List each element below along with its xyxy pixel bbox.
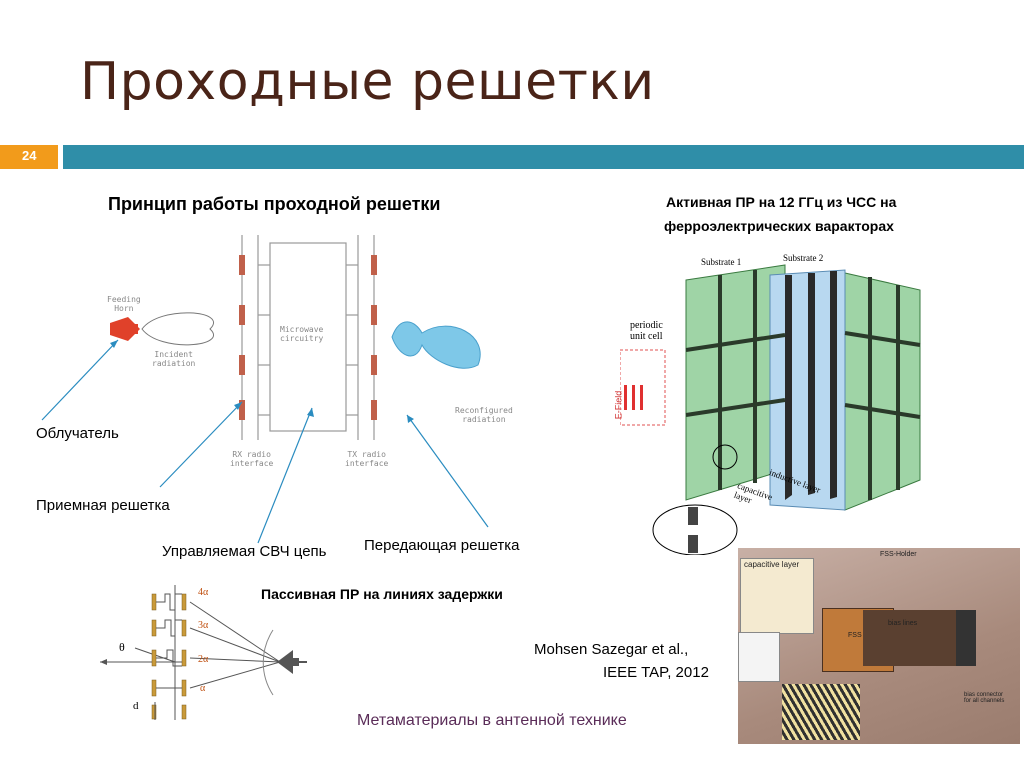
efield-label: E-Field — [613, 390, 624, 420]
incident-radiation-label: Incident radiation — [152, 350, 196, 368]
photo-fss-label: FSS — [848, 632, 862, 639]
arrow-receive — [159, 401, 243, 488]
title-accent-bar — [63, 145, 1024, 169]
label-transmit-array: Передающая решетка — [364, 537, 520, 554]
citation-line1: Mohsen Sazegar et al., — [534, 641, 689, 658]
transmitarray-principle-diagram — [41, 235, 489, 544]
active-heading-line2: ферроэлектрических варакторах — [664, 218, 894, 234]
delay-label-4: 4α — [198, 587, 209, 598]
fss-prototype-photo: FSS-Holder capacitive layer FSS bias lin… — [738, 548, 1020, 744]
citation-line2: IEEE TAP, 2012 — [603, 664, 709, 681]
varactor-inset — [738, 632, 780, 682]
delay-label-3: 3α — [198, 620, 209, 631]
reconfigured-radiation-label: Reconfigured radiation — [455, 406, 513, 424]
photo-bias-connector-label: bias connector for all channels — [964, 692, 1005, 704]
bias-lines — [863, 610, 965, 666]
tx-interface-label: TX radio interface — [345, 450, 389, 468]
photo-bias-lines-label: bias lines — [888, 620, 918, 627]
substrate2-label: Substrate 2 — [783, 253, 824, 263]
label-feed: Облучатель — [36, 425, 119, 442]
active-fss-3d-diagram — [620, 264, 921, 555]
page-title: Проходные решетки — [80, 52, 655, 112]
active-heading-line1: Активная ПР на 12 ГГц из ЧСС на — [666, 194, 897, 210]
passive-delay-line-diagram — [100, 585, 307, 720]
delay-label-1: α — [200, 683, 206, 694]
capacitive-layer-inset — [740, 558, 814, 634]
tx-array — [346, 235, 375, 440]
photo-capacitive-layer-label: capacitive layer — [744, 560, 800, 569]
reconfigured-radiation-lobe — [391, 321, 481, 369]
periodic-unit-cell-label: periodic unit cell — [630, 320, 663, 342]
rx-array — [241, 235, 270, 440]
delay-label-2: 2α — [198, 654, 209, 665]
incident-radiation-lobe — [141, 312, 214, 346]
principle-heading: Принцип работы проходной решетки — [108, 194, 441, 214]
substrate1-label: Substrate 1 — [701, 257, 742, 267]
theta-label: θ — [119, 640, 125, 654]
substrate-2-panel — [844, 272, 921, 511]
feeding-horn-icon — [110, 317, 140, 341]
arrow-circuit — [257, 407, 313, 544]
rx-interface-label: RX radio interface — [230, 450, 274, 468]
bias-connector — [956, 610, 976, 666]
label-receive-array: Приемная решетка — [36, 497, 170, 514]
fss-holder-label: FSS-Holder — [880, 551, 917, 558]
label-controlled-circuit: Управляемая СВЧ цепь — [162, 543, 327, 560]
arrow-feed — [41, 339, 119, 421]
microwave-circuitry-label: Microwave circuitry — [280, 325, 324, 343]
passive-heading: Пассивная ПР на линиях задержки — [261, 586, 503, 602]
slide-number-box — [0, 145, 58, 169]
varactor-closeup — [782, 684, 860, 740]
microwave-circuitry-box — [269, 242, 347, 432]
arrow-transmit — [406, 414, 489, 528]
feeding-horn-label: Feeding Horn — [107, 295, 141, 313]
slide-number: 24 — [22, 148, 37, 163]
slide-footer: Метаматериалы в антенной технике — [357, 712, 627, 729]
d-label: d — [133, 700, 139, 712]
